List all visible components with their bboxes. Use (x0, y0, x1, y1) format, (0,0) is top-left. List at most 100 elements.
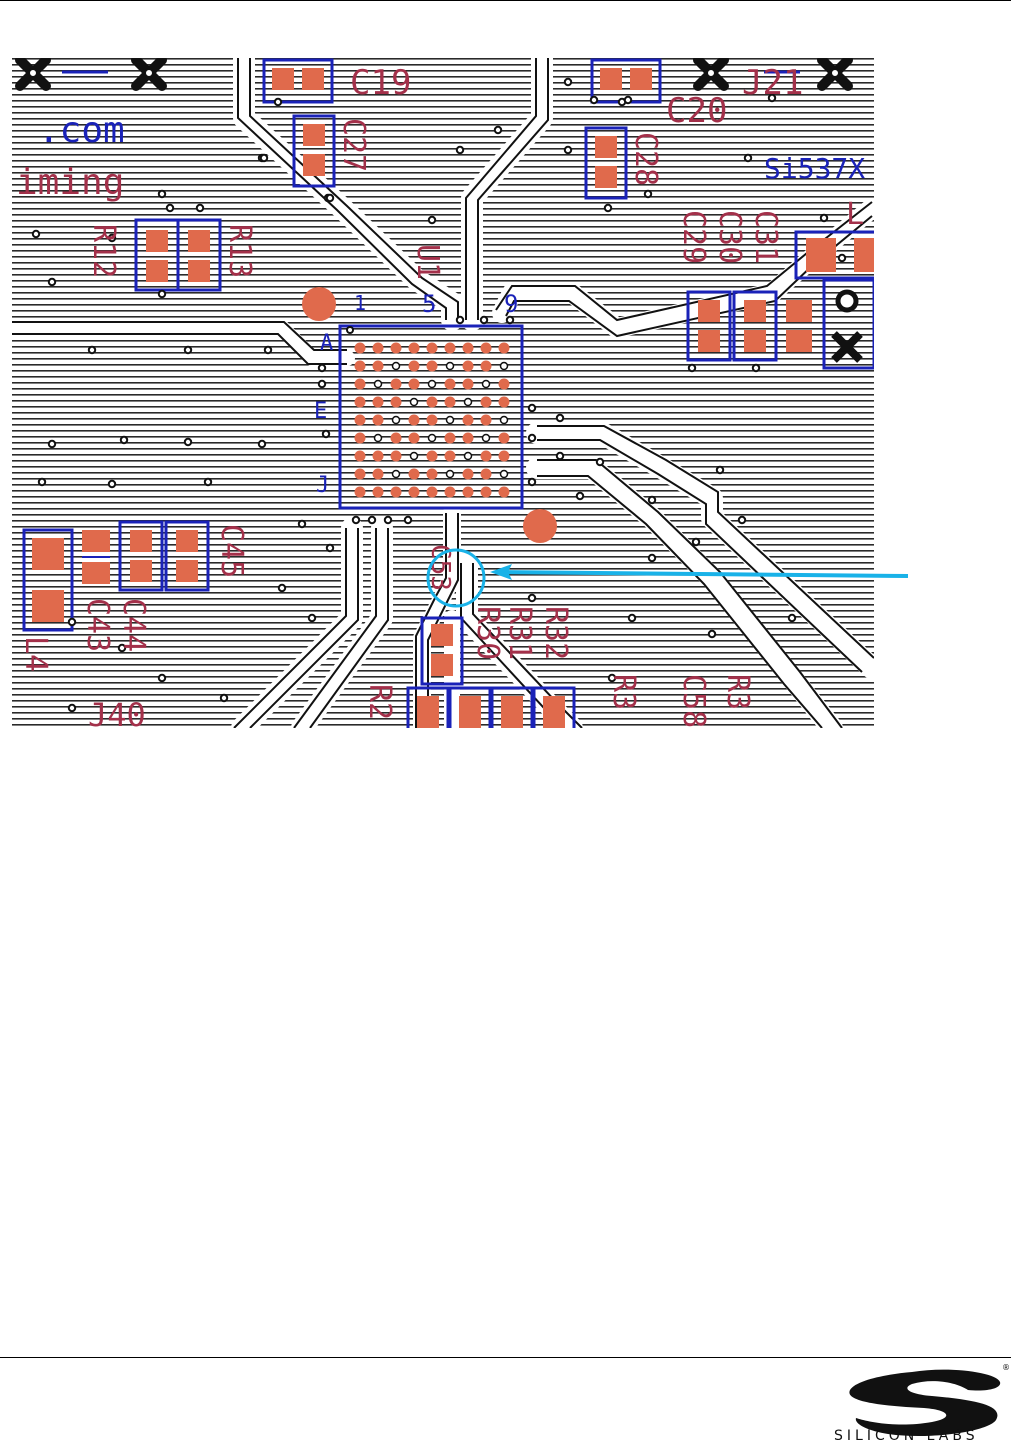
bga-ball (480, 396, 492, 408)
via (317, 379, 327, 389)
via (297, 519, 307, 529)
bga-ball (499, 469, 509, 479)
bga-ball (444, 432, 456, 444)
bga-ball (408, 468, 420, 480)
label-row-j: J (316, 473, 329, 498)
label-r31: R31 (502, 606, 537, 660)
bga-ball (408, 342, 420, 354)
via (307, 613, 317, 623)
bga-ball (498, 378, 510, 390)
bga-ball (444, 486, 456, 498)
bga-ball (409, 451, 419, 461)
via (505, 315, 515, 325)
via (67, 703, 77, 713)
mounting-hole (706, 68, 716, 78)
bga-ball (445, 469, 455, 479)
via (647, 553, 657, 563)
bga-ball (498, 432, 510, 444)
bga-ball (444, 378, 456, 390)
label-r3: R3 (606, 674, 641, 710)
bga-ball (354, 378, 366, 390)
bga-ball (480, 468, 492, 480)
via (691, 537, 701, 547)
bga-ball (391, 361, 401, 371)
label-c28: C28 (628, 132, 663, 186)
via (47, 277, 57, 287)
bga-ball (481, 379, 491, 389)
via (257, 439, 267, 449)
label-c19: C19 (350, 63, 411, 103)
bga-ball (409, 397, 419, 407)
via (195, 203, 205, 213)
label-row-a: A (320, 331, 333, 356)
bga-ball (462, 468, 474, 480)
via (751, 363, 761, 373)
via (219, 693, 229, 703)
via (767, 93, 777, 103)
via (87, 345, 97, 355)
pcb-layout-figure: C19 C20 J21 C27 C28 C29 C30 C31 R12 R13 … (12, 58, 874, 728)
label-r30: R30 (470, 606, 505, 660)
label-c58: C58 (676, 674, 711, 728)
vias (31, 77, 847, 713)
via (67, 617, 77, 627)
label-r12: R12 (86, 224, 121, 278)
callout-circle (426, 548, 486, 608)
via (527, 477, 537, 487)
bga-ball (462, 414, 474, 426)
bga-ball (373, 433, 383, 443)
label-pin9: 9 (504, 290, 518, 318)
via (737, 515, 747, 525)
via (157, 189, 167, 199)
bga-ball (354, 450, 366, 462)
via (589, 95, 599, 105)
silkscreen-labels: C19 C20 J21 C27 C28 C29 C30 C31 R12 R13 … (16, 63, 865, 728)
via (273, 97, 283, 107)
via (107, 233, 117, 243)
bga-u1-outline (338, 324, 524, 510)
bga-ball (426, 468, 438, 480)
via (455, 315, 465, 325)
label-c20: C20 (666, 91, 727, 131)
label-c31: C31 (748, 210, 783, 264)
bga-ball (445, 361, 455, 371)
via (595, 457, 605, 467)
bga-ball (480, 486, 492, 498)
label-pin1: 1 (354, 291, 366, 315)
bga-ball (390, 432, 402, 444)
via (427, 215, 437, 225)
bga-ball-grid (354, 342, 510, 498)
callout-arrowhead (490, 564, 512, 580)
callout-line (499, 570, 909, 578)
bga-ball (427, 379, 437, 389)
via (715, 465, 725, 475)
via (837, 253, 847, 263)
bga-ball (463, 397, 473, 407)
bga-ball (462, 342, 474, 354)
via (527, 433, 537, 443)
via (31, 229, 41, 239)
bga-ball (408, 378, 420, 390)
bga-ball (372, 396, 384, 408)
via (555, 451, 565, 461)
label-l4: L4 (18, 636, 53, 672)
via (325, 543, 335, 553)
bga-ball (390, 486, 402, 498)
bga-ball (354, 342, 366, 354)
via (351, 515, 361, 525)
label-c29: C29 (676, 210, 711, 264)
via (627, 613, 637, 623)
components (22, 58, 874, 728)
via (607, 673, 617, 683)
bga-ball (354, 486, 366, 498)
bga-ball (372, 486, 384, 498)
bga-ball (390, 450, 402, 462)
via (479, 315, 489, 325)
bga-ball (354, 432, 366, 444)
via (643, 189, 653, 199)
via (183, 345, 193, 355)
bga-ball (390, 396, 402, 408)
via (165, 203, 175, 213)
bga-ball (498, 486, 510, 498)
via (317, 363, 327, 373)
